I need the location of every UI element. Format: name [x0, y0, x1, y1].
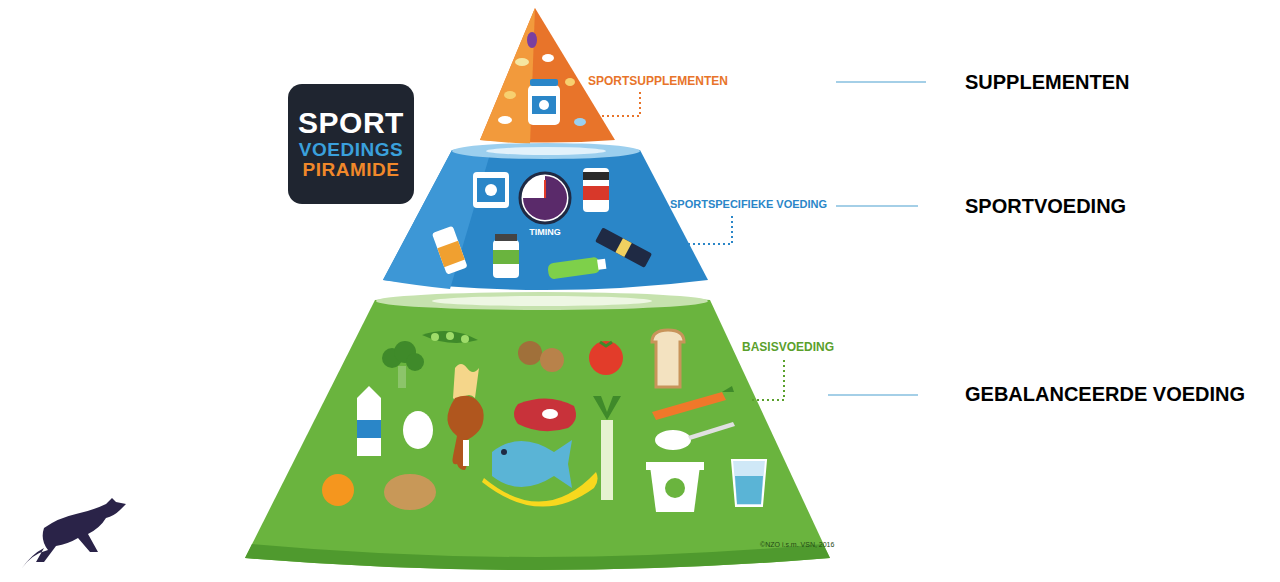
level-label: SPORTVOEDING [965, 195, 1126, 218]
tier-label: TIMING [529, 227, 561, 237]
basic-food-icons [322, 330, 766, 512]
sportfood-icons [432, 168, 652, 280]
dotted-leader [676, 216, 732, 244]
tier-label: BASISVOEDING [742, 340, 834, 354]
leader-line [836, 205, 918, 206]
logo-word: SPORT [298, 107, 404, 139]
copyright-note: ©NZO i.s.m. VSN, 2016 [760, 541, 834, 548]
dotted-leader [588, 92, 640, 116]
leader-line [836, 81, 926, 82]
tier-label: SPORTSUPPLEMENTEN [588, 74, 728, 88]
dotted-leader [752, 360, 784, 400]
level-label: SUPPLEMENTEN [965, 71, 1129, 94]
supplement-icons [498, 32, 586, 126]
level-label: GEBALANCEERDE VOEDING [965, 383, 1245, 406]
logo-word: PIRAMIDE [303, 160, 400, 181]
pyramid-top-tier: SPORTSUPPLEMENTEN [470, 5, 770, 145]
tier-label: SPORTSPECIFIEKE VOEDING [670, 198, 827, 210]
wolf-logo [22, 498, 126, 568]
leader-line [828, 394, 918, 395]
logo-word: VOEDINGS [299, 140, 403, 161]
logo-box: SPORTVOEDINGSPIRAMIDE [288, 84, 414, 204]
